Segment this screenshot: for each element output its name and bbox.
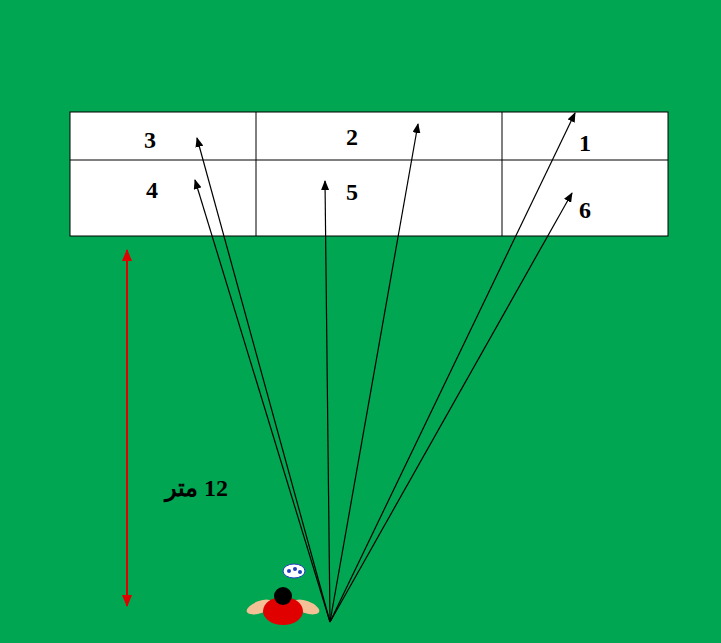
target-cell: 4 [70,160,256,236]
cell-number: 2 [346,125,358,149]
player [245,587,321,625]
target-cell: 1 [502,112,668,160]
target-cell: 3 [70,112,256,160]
cell-number: 1 [579,131,591,155]
cell-number: 6 [579,198,591,222]
cell-number: 3 [144,128,156,152]
distance-label: 12 متر [165,476,228,500]
target-cell: 6 [502,160,668,236]
cell-number: 5 [346,180,358,204]
target-cell: 5 [256,160,502,236]
target-cell: 2 [256,112,502,160]
ball [283,564,305,578]
cell-number: 4 [146,178,158,202]
